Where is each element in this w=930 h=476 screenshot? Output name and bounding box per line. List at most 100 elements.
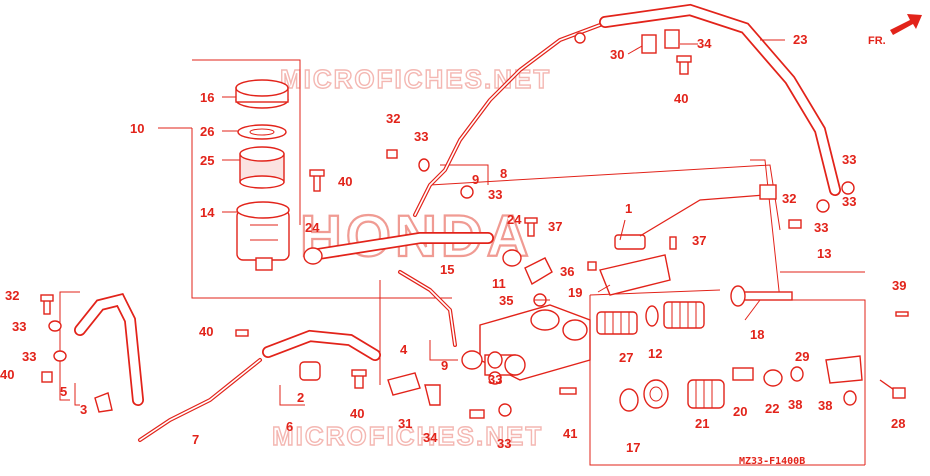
watermark-top: MICROFICHES.NET: [280, 64, 551, 94]
callout-39: 39: [892, 278, 906, 293]
callout-26: 26: [200, 124, 214, 139]
callout-33c: 33: [414, 129, 428, 144]
callout-33e: 33: [488, 372, 502, 387]
callout-10: 10: [130, 121, 144, 136]
watermark-bottom: MICROFICHES.NET: [272, 421, 543, 451]
callout-8: 8: [500, 166, 507, 181]
boot: [643, 379, 669, 409]
callout-40d: 40: [338, 174, 352, 189]
callout-29: 29: [795, 349, 809, 364]
front-direction-arrow-icon: FR.: [868, 14, 922, 47]
callout-38a: 38: [788, 397, 802, 412]
reservoir-hose: [306, 232, 494, 261]
callout-40e: 40: [674, 91, 688, 106]
callout-7: 7: [192, 432, 199, 447]
pin-39: [895, 311, 909, 317]
callout-28: 28: [891, 416, 905, 431]
callout-4: 4: [400, 342, 408, 357]
oil-bolt-stack: [461, 350, 503, 385]
callout-1: 1: [625, 201, 632, 216]
callout-20: 20: [733, 404, 747, 419]
push-rod-spring: [687, 379, 725, 409]
callout-34a: 34: [423, 430, 438, 445]
reservoir-cap: [235, 79, 289, 109]
callout-38b: 38: [818, 398, 832, 413]
callout-41: 41: [563, 426, 577, 441]
diaphragm-plate: [237, 124, 287, 140]
switch-bracket: [599, 254, 671, 296]
nut-22: [763, 369, 783, 387]
callout-24b: 24: [507, 212, 522, 227]
clutch-hose-lower: [262, 329, 381, 361]
callout-35: 35: [499, 293, 513, 308]
callout-32b: 32: [386, 111, 400, 126]
callout-27: 27: [619, 350, 633, 365]
reservoir-screw: [309, 169, 325, 192]
push-rod-joint: [732, 367, 754, 381]
bolt-28: [879, 379, 906, 399]
callout-37b: 37: [692, 233, 706, 248]
callout-33g: 33: [814, 220, 828, 235]
callout-21: 21: [695, 416, 709, 431]
hose-clamp: [641, 29, 680, 54]
callout-33a: 33: [12, 319, 26, 334]
diagram-code: MZ33-F1400B: [739, 456, 805, 467]
clutch-hose-upper: [599, 3, 841, 196]
callout-40b: 40: [199, 324, 213, 339]
callout-40c: 40: [350, 406, 364, 421]
callout-32c: 32: [782, 191, 796, 206]
clutch-switch: [614, 184, 777, 250]
hose-clip: [303, 247, 522, 267]
screw-37: [524, 217, 538, 237]
callout-37a: 37: [548, 219, 562, 234]
callout-18: 18: [750, 327, 764, 342]
callout-40a: 40: [0, 367, 14, 382]
master-cylinder-body: [479, 304, 591, 381]
hose-guide: [299, 361, 321, 381]
callout-33d: 33: [488, 187, 502, 202]
callout-32a: 32: [5, 288, 19, 303]
callout-11: 11: [492, 276, 506, 291]
sealing-washers: [48, 158, 855, 417]
callout-3: 3: [80, 402, 87, 417]
callout-36: 36: [560, 264, 574, 279]
callout-14: 14: [200, 205, 215, 220]
callout-9b: 9: [441, 358, 448, 373]
callout-33i: 33: [842, 194, 856, 209]
callout-22: 22: [765, 401, 779, 416]
clamp-bolt: [676, 55, 692, 75]
pivot-bolt: [730, 285, 793, 307]
clutch-hose-lower-left: [74, 293, 144, 406]
callout-33h: 33: [842, 152, 856, 167]
callout-33f: 33: [497, 436, 511, 451]
bolts-misc: [40, 149, 802, 419]
upper-brake-pipe: [413, 23, 602, 217]
callout-17: 17: [626, 440, 640, 455]
callout-34b: 34: [697, 36, 712, 51]
circlip: [619, 388, 639, 412]
callout-6: 6: [286, 419, 293, 434]
callout-labels: 1 2 3 4 5 6 7 8 9 9 10 11 12 13 14 15 16…: [0, 32, 906, 467]
callout-30: 30: [610, 47, 624, 62]
piston-set: [596, 301, 705, 335]
callout-13: 13: [817, 246, 831, 261]
callout-9a: 9: [472, 172, 479, 187]
washer-38: [790, 366, 857, 406]
reservoir-tank: [236, 201, 290, 271]
direction-label: FR.: [868, 35, 886, 47]
leader-lines: [222, 39, 785, 321]
callout-2: 2: [297, 390, 304, 405]
callout-16: 16: [200, 90, 214, 105]
callout-24a: 24: [305, 220, 320, 235]
callout-23: 23: [793, 32, 807, 47]
callout-31: 31: [398, 416, 412, 431]
callout-12: 12: [648, 346, 662, 361]
callout-19: 19: [568, 285, 582, 300]
diaphragm: [239, 146, 285, 189]
callout-5: 5: [60, 384, 67, 399]
lower-brake-pipe: [138, 270, 457, 442]
hose-joint: [524, 257, 553, 307]
callout-15: 15: [440, 262, 454, 277]
callout-25: 25: [200, 153, 214, 168]
